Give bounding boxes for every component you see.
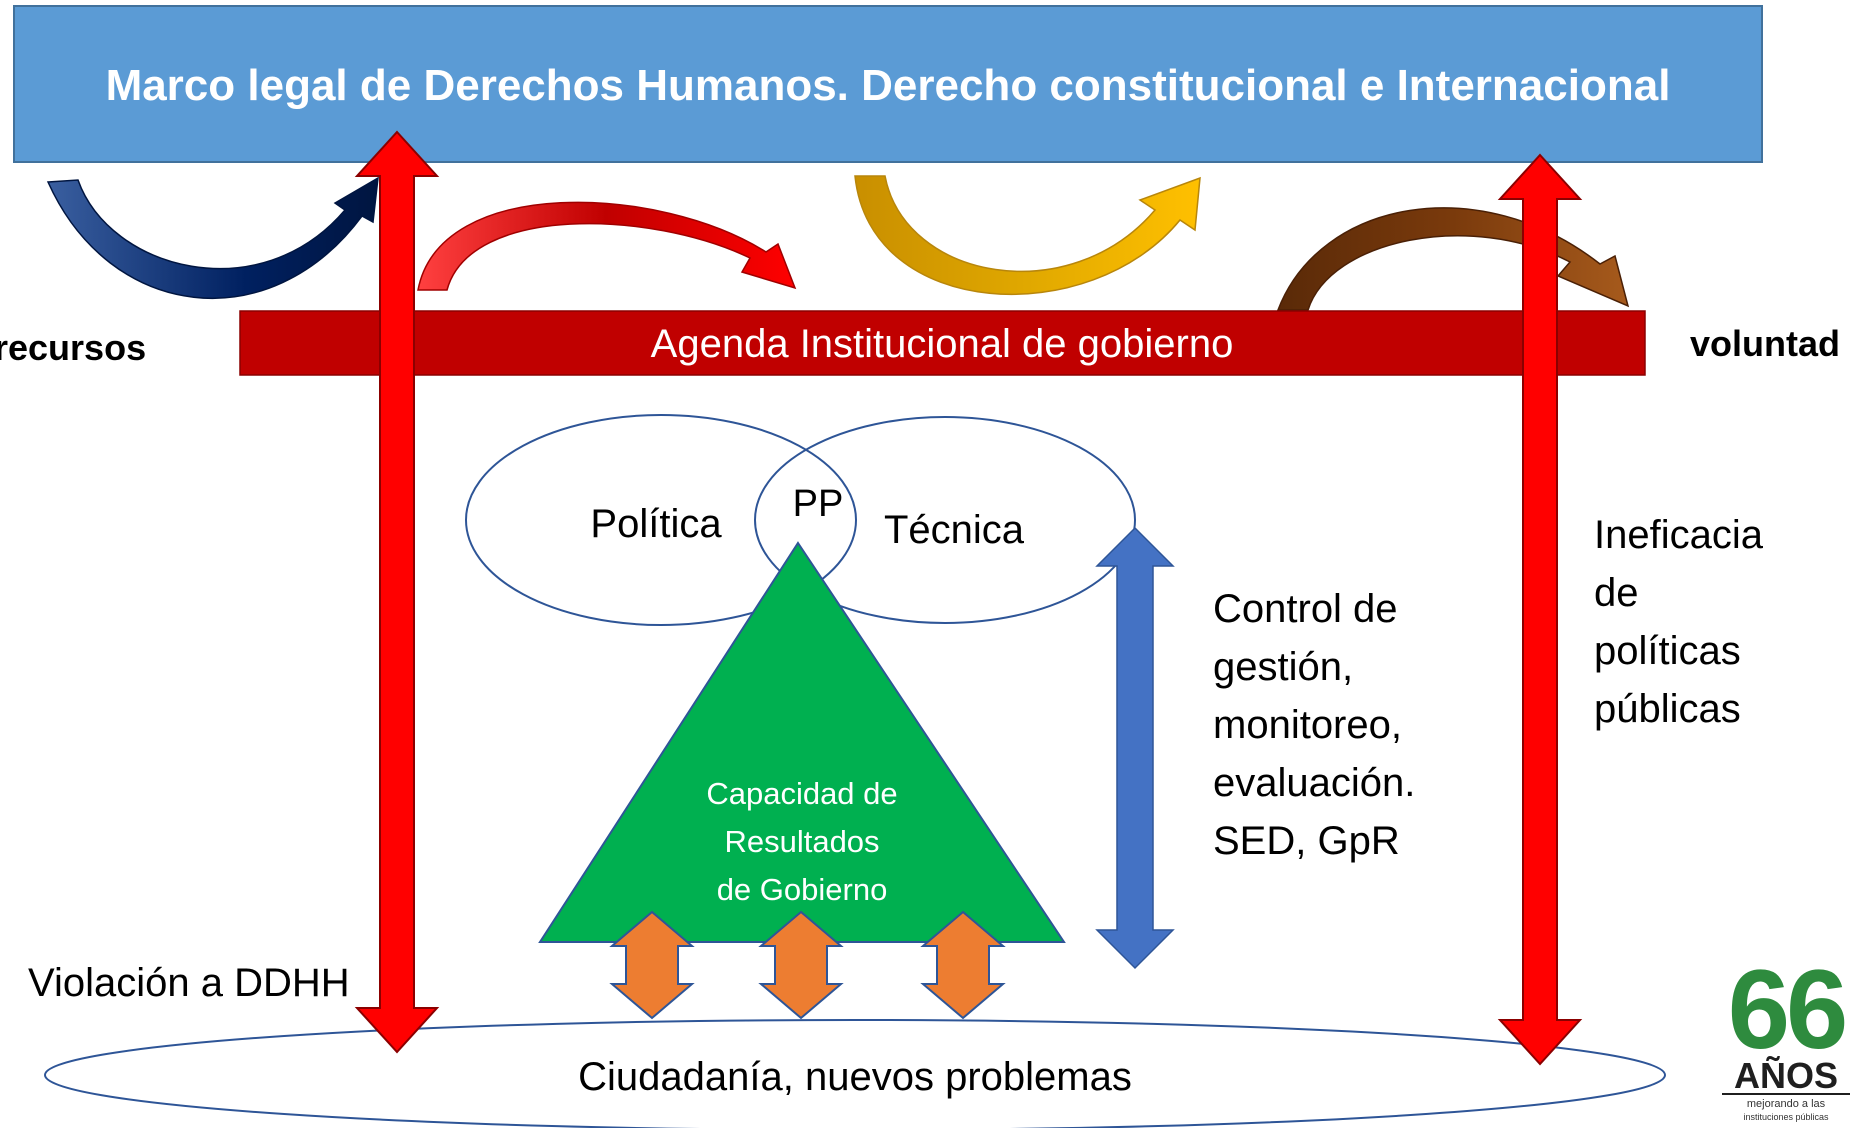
control-line-4: evaluación.: [1213, 761, 1415, 805]
politics-label: Política: [590, 502, 722, 546]
government-agenda-bar: Agenda Institucional de gobierno: [239, 310, 1646, 376]
government-capacity-triangle: Capacidad de Resultados de Gobierno: [538, 541, 1066, 943]
legal-framework-title: Marco legal de Derechos Humanos. Derecho…: [106, 61, 1671, 110]
triangle-line-3: de Gobierno: [717, 872, 888, 907]
orange-double-arrow-3: [920, 910, 1006, 1020]
ineficacia-line-2: de: [1594, 571, 1639, 615]
resources-label: recursos: [0, 327, 146, 368]
logo-word: AÑOS: [1734, 1054, 1838, 1096]
right-red-double-arrow: [1497, 153, 1583, 1066]
ineficacia-line-1: Ineficacia: [1594, 513, 1764, 557]
control-management-text: Control de gestión, monitoreo, evaluació…: [1213, 587, 1415, 863]
logo-tagline-1: mejorando a las: [1747, 1098, 1826, 1110]
brown-curved-arrow: [1276, 207, 1630, 311]
triangle-line-2: Resultados: [724, 824, 879, 859]
orange-double-arrow-1: [609, 910, 695, 1020]
control-line-3: monitoreo,: [1213, 703, 1402, 747]
ineficacia-line-4: públicas: [1594, 687, 1741, 731]
technique-label: Técnica: [884, 508, 1025, 552]
human-rights-violation-label: Violación a DDHH: [28, 961, 350, 1005]
will-label: voluntad: [1690, 323, 1840, 364]
triangle-line-1: Capacidad de: [706, 776, 897, 811]
politics-ellipse: Política: [465, 414, 857, 626]
ineficacia-line-3: políticas: [1594, 629, 1741, 673]
control-line-2: gestión,: [1213, 645, 1353, 689]
policy-ineffectiveness-text: Ineficacia de políticas públicas: [1594, 513, 1764, 731]
public-policy-label: PP: [793, 483, 844, 525]
citizenship-ellipse: Ciudadanía, nuevos problemas: [44, 1019, 1666, 1128]
anniversary-logo: 66 AÑOS mejorando a las instituciones pú…: [1722, 947, 1850, 1122]
citizenship-label: Ciudadanía, nuevos problemas: [578, 1055, 1132, 1099]
navy-curved-arrow: [46, 176, 379, 300]
technique-ellipse: Técnica: [754, 416, 1136, 624]
orange-double-arrow-2: [758, 910, 844, 1020]
control-line-5: SED, GpR: [1213, 819, 1400, 863]
logo-number: 66: [1728, 947, 1845, 1072]
control-blue-double-arrow: [1095, 526, 1175, 970]
left-red-double-arrow: [354, 130, 440, 1054]
logo-tagline-2: instituciones públicas: [1743, 1112, 1829, 1122]
government-agenda-label: Agenda Institucional de gobierno: [651, 322, 1234, 366]
gold-curved-arrow: [854, 175, 1201, 296]
control-line-1: Control de: [1213, 587, 1398, 631]
legal-framework-box: Marco legal de Derechos Humanos. Derecho…: [13, 5, 1763, 163]
red-curved-arrow: [417, 201, 797, 291]
